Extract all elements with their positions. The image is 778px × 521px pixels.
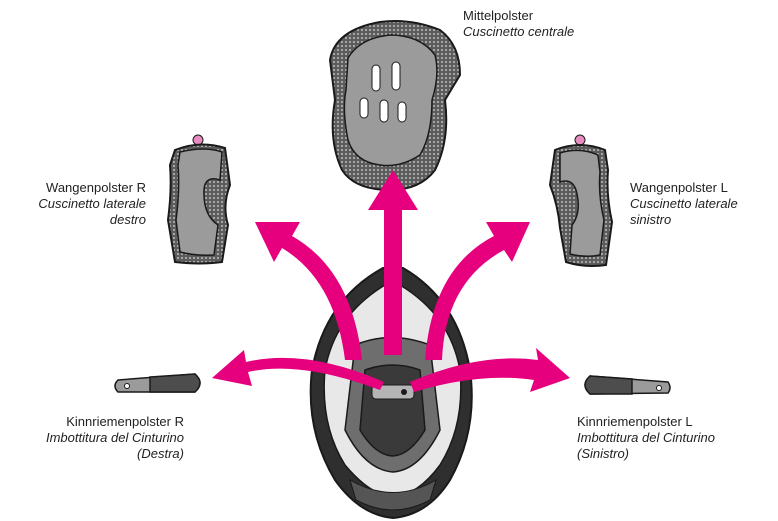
label-cheek-pad-left-de: Wangenpolster L	[630, 180, 738, 196]
label-chin-pad-left-de: Kinnriemenpolster L	[577, 414, 715, 430]
label-chin-pad-right-de: Kinnriemenpolster R	[18, 414, 184, 430]
label-cheek-pad-left-it1: Cuscinetto laterale	[630, 196, 738, 212]
label-chin-pad-left: Kinnriemenpolster L Imbottitura del Cint…	[577, 414, 715, 462]
arrow-to-cheek-left	[425, 222, 530, 360]
label-chin-pad-right-it2: (Destra)	[18, 446, 184, 462]
label-cheek-pad-right-it1: Cuscinetto laterale	[18, 196, 146, 212]
chin-pad-right	[115, 374, 200, 392]
cheek-pad-right	[168, 135, 230, 264]
label-chin-pad-right-it1: Imbottitura del Cinturino	[18, 430, 184, 446]
label-cheek-pad-right-de: Wangenpolster R	[18, 180, 146, 196]
center-pad	[330, 21, 460, 190]
chin-pad-left	[585, 376, 670, 394]
label-cheek-pad-left-it2: sinistro	[630, 212, 738, 228]
label-center-pad-de: Mittelpolster	[463, 8, 574, 24]
label-center-pad-it: Cuscinetto centrale	[463, 24, 574, 40]
arrow-to-cheek-right	[255, 222, 362, 360]
label-cheek-pad-left: Wangenpolster L Cuscinetto laterale sini…	[630, 180, 738, 228]
label-chin-pad-left-it2: (Sinistro)	[577, 446, 715, 462]
label-center-pad: Mittelpolster Cuscinetto centrale	[463, 8, 574, 40]
label-chin-pad-right: Kinnriemenpolster R Imbottitura del Cint…	[18, 414, 184, 462]
label-chin-pad-left-it1: Imbottitura del Cinturino	[577, 430, 715, 446]
cheek-pad-left	[550, 135, 612, 266]
label-cheek-pad-right-it2: destro	[18, 212, 146, 228]
label-cheek-pad-right: Wangenpolster R Cuscinetto laterale dest…	[18, 180, 146, 228]
